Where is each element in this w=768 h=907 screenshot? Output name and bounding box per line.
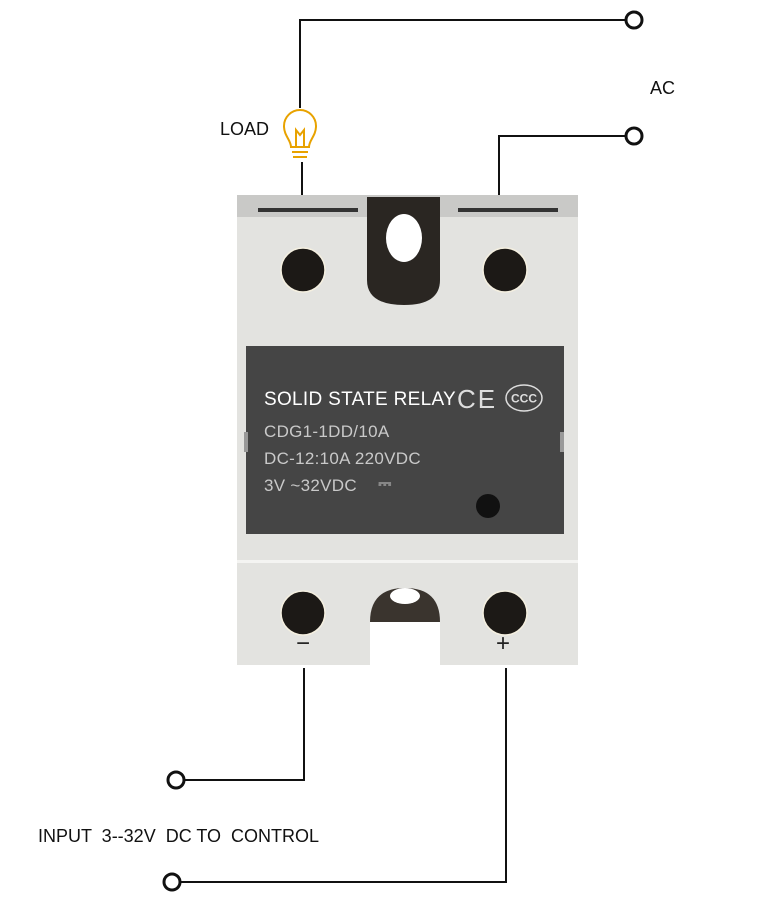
relay-control-voltage: 3V ~32VDC [264, 476, 357, 495]
ac-label: AC [650, 78, 676, 98]
ac-terminal-top [624, 10, 644, 30]
relay-rating: DC-12:10A 220VDC [264, 449, 421, 468]
relay-body: CCC [237, 195, 578, 667]
positive-input-wire [180, 668, 507, 883]
wires [180, 19, 626, 883]
input-label: INPUT 3--32V DC TO CONTROL [38, 826, 320, 846]
ccc-mark: CCC [511, 392, 537, 406]
positive-terminal-screw [482, 590, 528, 636]
minus-symbol: − [296, 630, 311, 657]
light-bulb-icon [282, 109, 318, 158]
terminal-screws [280, 247, 528, 636]
relay-model: CDG1-1DD/10A [264, 422, 390, 441]
plus-symbol: + [496, 630, 511, 657]
load-wire [299, 19, 626, 108]
input-terminal-negative [166, 770, 186, 790]
status-led [476, 494, 500, 518]
ce-mark: CE [457, 384, 498, 414]
relay-title: SOLID STATE RELAY [264, 389, 456, 410]
ccc-mark-icon: CCC [505, 384, 543, 412]
dc-symbol-icon: ⎓ [378, 474, 392, 493]
negative-terminal-screw [280, 590, 326, 636]
negative-input-wire [184, 668, 305, 781]
ac-terminal-bottom [624, 126, 644, 146]
label-panel [246, 346, 564, 534]
input-terminal-positive [162, 872, 182, 892]
ac-terminal-screw [482, 247, 528, 293]
load-label: LOAD [220, 119, 270, 139]
load-terminal-screw [280, 247, 326, 293]
